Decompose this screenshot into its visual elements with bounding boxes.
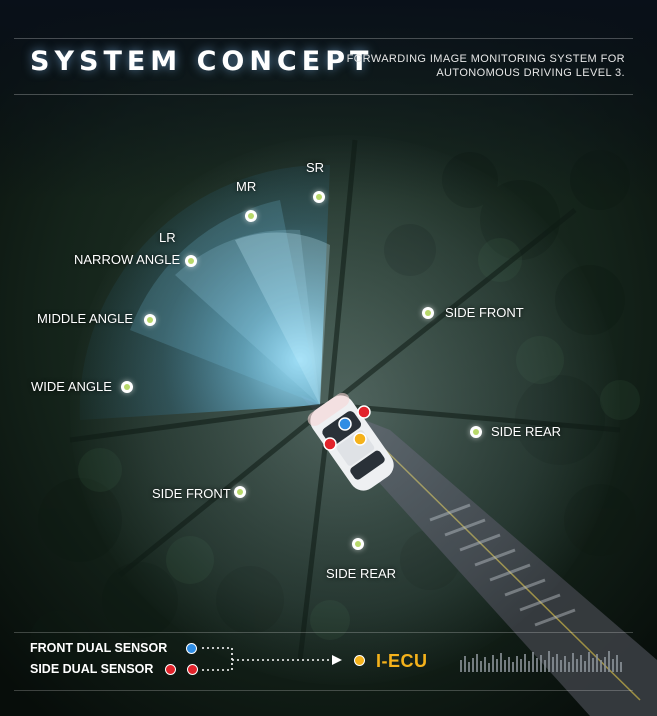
subtitle-line-1: FORWARDING IMAGE MONITORING SYSTEM FOR [346, 53, 625, 65]
zone-label-mr: MR [236, 179, 257, 194]
iecu-dot-icon [354, 655, 365, 666]
page-subtitle: FORWARDING IMAGE MONITORING SYSTEM FOR A… [325, 52, 625, 80]
zone-label-sr: SR [306, 160, 325, 175]
zone-point-mr [245, 210, 257, 222]
zone-point-side-front-left [234, 486, 246, 498]
side-sensor-dot-icon-2 [187, 664, 198, 675]
legend-front-dual-sensor: FRONT DUAL SENSOR [30, 641, 168, 655]
zone-point-side-rear-right [470, 426, 482, 438]
side-sensor-dot-icon-1 [165, 664, 176, 675]
subtitle-line-2: AUTONOMOUS DRIVING LEVEL 3. [436, 67, 625, 79]
zone-point-middle-angle [144, 314, 156, 326]
zone-label-narrow-angle: NARROW ANGLE [74, 252, 181, 267]
zone-label-side-rear-bottom: SIDE REAR [326, 566, 397, 581]
legend-side-dual-sensor: SIDE DUAL SENSOR [30, 662, 154, 676]
front-sensor-dot-icon [186, 643, 197, 654]
legend-bottom-rule [14, 690, 633, 691]
zone-label-wide-angle: WIDE ANGLE [31, 379, 112, 394]
zone-label-side-rear-right: SIDE REAR [491, 424, 562, 439]
header-top-rule [14, 38, 633, 39]
zone-label-side-front-right: SIDE FRONT [445, 305, 524, 320]
signal-bars-icon [460, 651, 622, 672]
zone-label-side-front-left: SIDE FRONT [152, 486, 231, 501]
legend-iecu: I-ECU [376, 651, 428, 671]
dotted-arrow-icon [202, 647, 342, 671]
zone-label-lr: LR [159, 230, 176, 245]
zone-point-side-front-right [422, 307, 434, 319]
page-title: SYSTEM CONCEPT [30, 46, 374, 77]
header-bottom-rule [14, 94, 633, 95]
zone-label-middle-angle: MIDDLE ANGLE [37, 311, 134, 326]
zone-point-narrow-angle [185, 255, 197, 267]
zone-point-wide-angle [121, 381, 133, 393]
zone-point-side-rear-bottom [352, 538, 364, 550]
legend-top-rule [14, 632, 633, 633]
zone-point-sr [313, 191, 325, 203]
